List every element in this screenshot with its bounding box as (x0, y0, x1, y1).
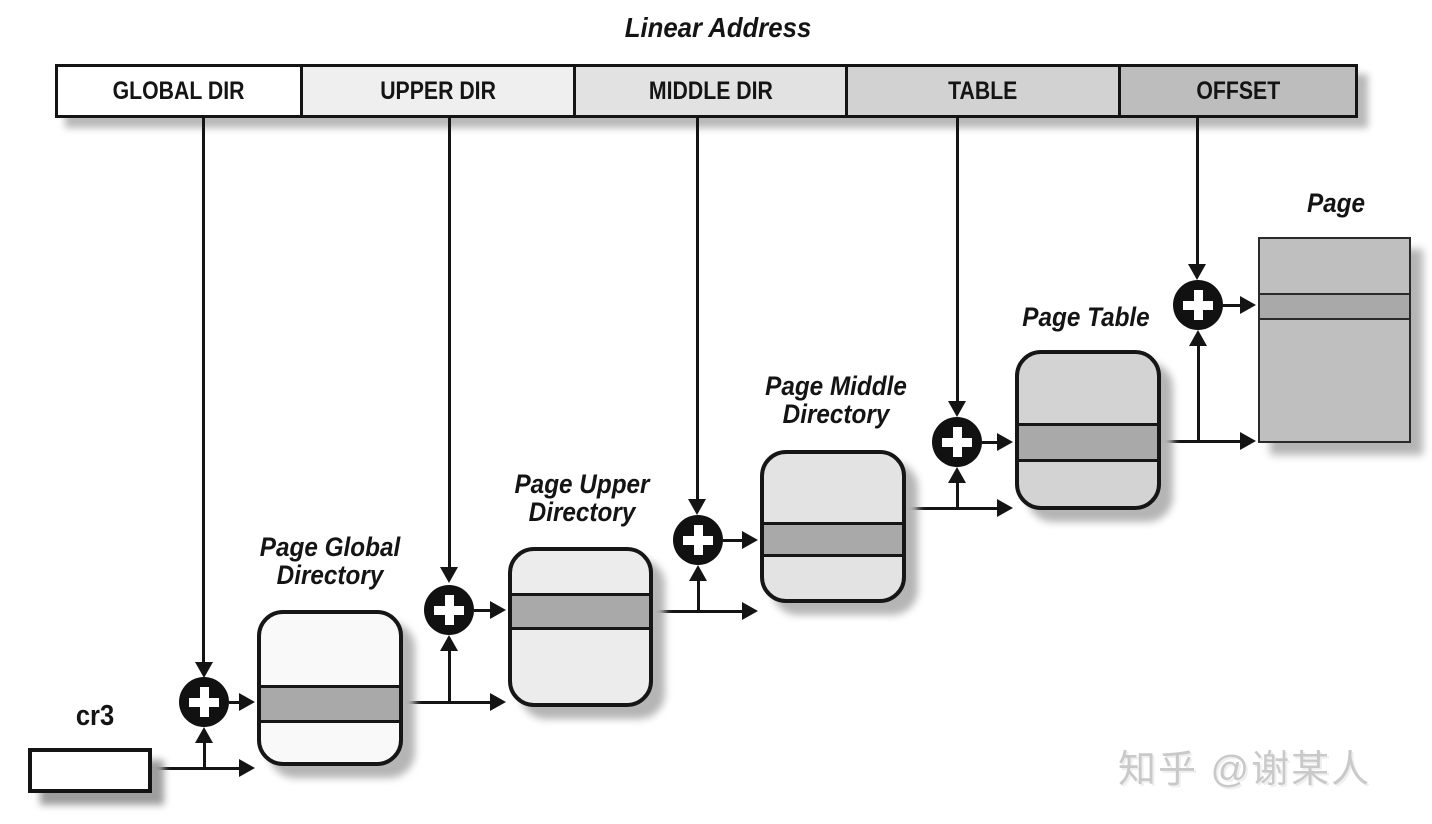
arrow-head (239, 759, 255, 777)
entry-band (1260, 293, 1409, 320)
field-offset: OFFSET (1118, 67, 1355, 115)
node-label-line: Page (1306, 188, 1366, 218)
arrow-adder-3-out (723, 539, 744, 542)
plus-adder-icon (673, 515, 723, 565)
entry-band (261, 685, 399, 723)
arrow-head (195, 662, 213, 678)
arrow-base-into-adder-5 (1197, 346, 1200, 440)
box-page-upper-directory (508, 547, 653, 707)
node-label-line: Page Upper (514, 469, 650, 499)
arrow-cr3-to-pgd (152, 767, 239, 770)
label-page-global-directory: Page Global Directory (240, 533, 420, 589)
arrow-head (948, 401, 966, 417)
field-middle-dir: MIDDLE DIR (573, 67, 845, 115)
field-label: GLOBAL DIR (113, 76, 245, 105)
arrow-base-into-adder-1 (203, 743, 206, 767)
entry-band (512, 593, 649, 630)
arrow-middle-dir-index (696, 118, 699, 499)
arrow-pgd-to-pud (404, 701, 490, 704)
label-page: Page (1246, 189, 1426, 217)
node-label-line: Directory (782, 399, 890, 430)
arrow-pud-to-pmd (652, 610, 742, 613)
arrow-head (1189, 330, 1207, 346)
box-page-middle-directory (760, 450, 906, 603)
plus-adder-icon (179, 677, 229, 727)
node-label-line: Page Table (1022, 302, 1150, 332)
arrow-base-into-adder-4 (956, 483, 959, 507)
entry-band (1019, 423, 1157, 462)
label-page-middle-directory: Page Middle Directory (746, 372, 926, 428)
arrow-base-into-adder-2 (448, 651, 451, 701)
plus-adder-3 (673, 515, 723, 565)
arrow-head (742, 602, 758, 620)
arrow-head (948, 467, 966, 483)
plus-adder-1 (179, 677, 229, 727)
arrow-head (997, 433, 1013, 451)
box-page-table (1015, 350, 1161, 510)
field-global-dir: GLOBAL DIR (58, 67, 300, 115)
node-label-line: Directory (528, 497, 636, 528)
plus-adder-4 (932, 417, 982, 467)
arrow-head (440, 635, 458, 651)
field-label: OFFSET (1196, 76, 1280, 105)
arrow-head (1188, 264, 1206, 280)
arrow-head (440, 567, 458, 583)
field-table: TABLE (845, 67, 1118, 115)
arrow-head (490, 601, 506, 619)
plus-adder-5 (1173, 280, 1223, 330)
label-page-table: Page Table (996, 303, 1176, 331)
arrow-pt-to-page (1160, 440, 1240, 443)
box-page-global-directory (257, 610, 403, 766)
plus-adder-icon (424, 585, 474, 635)
arrow-head (239, 693, 255, 711)
cr3-register-box (28, 748, 152, 793)
arrow-head (490, 693, 506, 711)
field-label: UPPER DIR (380, 76, 496, 105)
arrow-pmd-to-pt (905, 507, 997, 510)
arrow-offset-index (1196, 118, 1199, 264)
arrow-table-index (956, 118, 959, 401)
label-page-upper-directory: Page Upper Directory (492, 470, 672, 526)
arrow-global-dir-index (202, 118, 205, 662)
arrow-adder-4-out (982, 441, 999, 444)
node-label-line: Page Global (259, 532, 401, 562)
box-page (1258, 237, 1411, 443)
arrow-adder-5-out (1223, 304, 1242, 307)
plus-adder-2 (424, 585, 474, 635)
arrow-upper-dir-index (448, 118, 451, 567)
arrow-head (742, 531, 758, 549)
arrow-head (195, 727, 213, 743)
cr3-label: cr3 (75, 700, 115, 732)
arrow-head (1240, 432, 1256, 450)
arrow-head (1240, 296, 1256, 314)
field-upper-dir: UPPER DIR (300, 67, 573, 115)
arrow-head (689, 565, 707, 581)
arrow-head (688, 499, 706, 515)
node-label-line: Page Middle (765, 371, 907, 401)
node-label-line: Directory (276, 560, 384, 591)
entry-band (764, 522, 902, 557)
watermark-text: 知乎 @谢某人 (1118, 749, 1372, 791)
plus-adder-icon (1173, 280, 1223, 330)
arrow-adder-2-out (474, 609, 492, 612)
arrow-base-into-adder-3 (697, 581, 700, 610)
field-label: MIDDLE DIR (648, 76, 773, 105)
linear-address-title: Linear Address (624, 12, 812, 43)
linear-address-bar: GLOBAL DIR UPPER DIR MIDDLE DIR TABLE OF… (55, 64, 1358, 118)
arrow-adder-1-out (229, 701, 241, 704)
arrow-head (997, 499, 1013, 517)
plus-adder-icon (932, 417, 982, 467)
field-label: TABLE (948, 76, 1018, 105)
